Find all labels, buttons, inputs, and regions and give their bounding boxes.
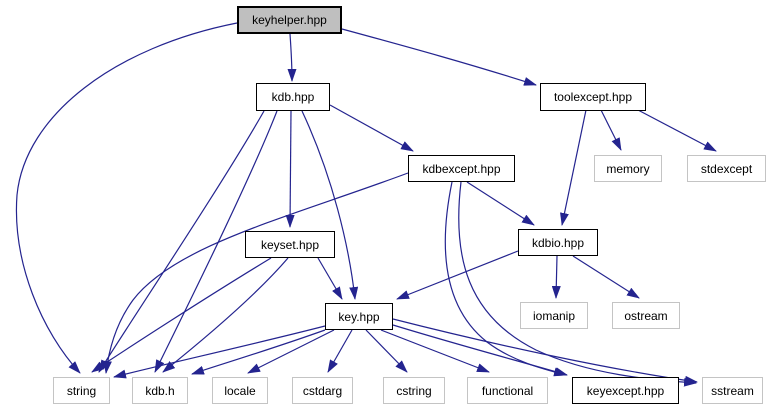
node-iomanip: iomanip: [520, 302, 588, 329]
edge-key-to-string: [113, 325, 326, 379]
node-memory: memory: [594, 155, 662, 182]
edge-key-to-kdbh: [191, 329, 326, 375]
node-kdbexcept-hpp[interactable]: kdbexcept.hpp: [408, 155, 515, 182]
edge-keyhelper-to-string: [15, 22, 238, 374]
edge-kdbexcept-to-string: [102, 172, 409, 374]
edge-toolexcept-to-kdbio: [560, 109, 587, 226]
edge-keyhelper-to-toolexcept: [341, 28, 537, 86]
edge-kdbio-to-key: [396, 250, 519, 300]
edge-key-to-functional: [380, 329, 490, 373]
edge-keyset-to-kdbh: [162, 257, 289, 373]
node-kdbio-hpp[interactable]: kdbio.hpp: [518, 229, 598, 256]
edge-toolexcept-to-memory: [600, 109, 622, 151]
node-kdb-h: kdb.h: [132, 377, 188, 404]
edge-key-to-cstring: [365, 329, 408, 373]
edge-kdb-to-string: [98, 110, 265, 373]
edge-keyset-to-key: [317, 257, 343, 300]
edge-keyset-to-string: [91, 257, 272, 373]
node-sstream: sstream: [702, 377, 763, 404]
edge-kdbio-to-ostream: [572, 255, 640, 299]
edge-kdb-to-keyset: [285, 110, 295, 228]
node-keyexcept-hpp[interactable]: keyexcept.hpp: [572, 377, 679, 404]
node-functional: functional: [467, 377, 548, 404]
node-toolexcept-hpp[interactable]: toolexcept.hpp: [540, 83, 646, 111]
edge-key-to-sstream: [392, 318, 698, 385]
edge-keyhelper-to-kdb: [287, 33, 297, 82]
node-ostream: ostream: [612, 302, 680, 329]
edge-kdbexcept-to-kdbio: [466, 181, 535, 226]
node-locale: locale: [212, 377, 268, 404]
node-keyhelper-hpp: keyhelper.hpp: [237, 6, 342, 34]
node-string: string: [53, 377, 110, 404]
edge-key-to-keyexcept: [392, 324, 568, 376]
node-keyset-hpp[interactable]: keyset.hpp: [245, 231, 335, 258]
edge-key-to-cstdarg: [327, 329, 353, 373]
node-key-hpp[interactable]: key.hpp: [325, 303, 393, 330]
edge-kdb-to-kdbh: [154, 110, 278, 373]
edge-kdbio-to-iomanip: [551, 255, 561, 299]
node-cstring: cstring: [383, 377, 445, 404]
edge-toolexcept-to-stdexcept: [637, 109, 717, 152]
edge-kdb-to-kdbexcept: [329, 104, 414, 152]
edge-kdb-to-key: [301, 110, 359, 300]
node-cstdarg: cstdarg: [292, 377, 353, 404]
node-stdexcept: stdexcept: [687, 155, 766, 182]
edge-key-to-locale: [247, 329, 335, 374]
edge-kdbexcept-to-sstream: [458, 181, 697, 387]
node-kdb-hpp[interactable]: kdb.hpp: [256, 83, 330, 111]
